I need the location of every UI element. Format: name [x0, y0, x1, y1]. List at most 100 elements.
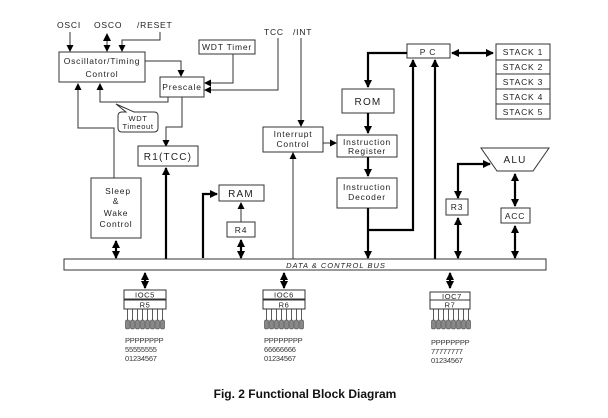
pin-pad	[289, 319, 294, 330]
bus-label: DATA & CONTROL BUS	[286, 261, 386, 270]
decoder-label-line1: Instruction	[343, 182, 391, 192]
pin-pad	[446, 319, 451, 330]
stack-block: STACK 1 STACK 2 STACK 3 STACK 4 STACK 5	[495, 43, 551, 120]
reset-arrow	[118, 32, 161, 52]
r7-label: R7	[445, 301, 456, 310]
wdt-timeout-callout: WDT Timeout	[115, 103, 159, 133]
port-7-block: IOC7 R7 PPPPPPPP 77777777 01234567	[429, 272, 471, 365]
prescale-to-r1-arrow	[162, 97, 183, 147]
stack-4-label: STACK 4	[503, 92, 543, 102]
pin-pad	[299, 319, 304, 330]
pin-pad	[145, 319, 150, 330]
wdt-to-prescale-arrow	[204, 54, 234, 87]
alu-block: ALU	[480, 147, 550, 172]
data-control-bus: DATA & CONTROL BUS	[63, 258, 547, 271]
r3-block: R3	[445, 198, 469, 216]
pin-pad	[135, 319, 140, 330]
pc-block: P C	[406, 43, 451, 59]
r6-label: R6	[279, 301, 290, 310]
pin-pad	[140, 319, 145, 330]
wdt-timeout-line1: WDT	[129, 114, 148, 123]
r3-alu-arrow	[454, 160, 491, 199]
pc-label: P C	[420, 47, 436, 57]
port7-pin-row1: PPPPPPPP	[431, 338, 470, 347]
sleep-to-osc-arrow	[74, 83, 115, 178]
osc-to-prescale-arrow	[145, 60, 185, 77]
port5-pins	[125, 309, 165, 330]
port6-pins	[264, 309, 304, 330]
pin-pad	[461, 319, 466, 330]
stack-1-label: STACK 1	[503, 47, 543, 57]
pin-pad	[441, 319, 446, 330]
port-5-block: IOC5 R5 PPPPPPPP 55555555 01234567	[123, 272, 167, 363]
r1-tcc-label: R1(TCC)	[144, 152, 192, 163]
ioc5-label: IOC5	[135, 291, 155, 300]
prescale-block: Prescale	[159, 76, 205, 98]
pin-pad	[130, 319, 135, 330]
oscillator-label-line1: Oscillator/Timing	[64, 56, 141, 66]
ioc7-label: IOC7	[442, 292, 462, 301]
pin-pad	[264, 319, 269, 330]
pin-pad	[294, 319, 299, 330]
instruction-decoder-block: Instruction Decoder	[336, 177, 398, 209]
wdt-timeout-line2: Timeout	[122, 122, 153, 131]
rom-block: ROM	[341, 88, 395, 114]
interrupt-label-line1: Interrupt	[274, 129, 313, 139]
sleep-wake-control-block: Sleep & Wake Control	[90, 177, 142, 239]
pin-pad	[436, 319, 441, 330]
port5-pin-row1: PPPPPPPP	[125, 336, 164, 345]
ioc6-label: IOC6	[274, 291, 294, 300]
pin-pad	[466, 319, 471, 330]
port5-pin-row2: 55555555	[125, 345, 157, 354]
ram-block: RAM	[218, 184, 265, 202]
decoder-label-line2: Decoder	[348, 192, 386, 202]
pin-pad	[274, 319, 279, 330]
prescale-label: Prescale	[162, 82, 201, 92]
tcc-signal-label: TCC	[264, 27, 284, 37]
stack-3-label: STACK 3	[503, 77, 543, 87]
stack-5-label: STACK 5	[503, 107, 543, 117]
int-signal-label: /INT	[293, 27, 312, 37]
port6-pin-row3: 01234567	[264, 354, 296, 363]
r4-label: R4	[235, 225, 247, 235]
wdt-timer-label: WDT Timer	[202, 42, 252, 52]
prescale-to-osc-arrow	[96, 83, 169, 103]
acc-label: ACC	[505, 211, 525, 221]
r3-label: R3	[451, 202, 463, 212]
rom-label: ROM	[355, 97, 382, 108]
pin-pad	[451, 319, 456, 330]
pin-pad	[160, 319, 165, 330]
decoder-to-pc-arrow	[368, 59, 417, 232]
ir-label-line2: Register	[348, 146, 386, 156]
port7-pin-row2: 77777777	[431, 347, 463, 356]
pin-pad	[431, 319, 436, 330]
wdt-timer-block: WDT Timer	[198, 39, 256, 55]
sleep-label-line1: Sleep	[105, 186, 131, 196]
oscillator-timing-control-block: Oscillator/Timing Control	[58, 51, 146, 83]
ir-label-line1: Instruction	[343, 137, 391, 147]
reset-signal-label: /RESET	[137, 20, 173, 30]
interrupt-label-line2: Control	[276, 139, 309, 149]
oscillator-label-line2: Control	[85, 69, 118, 79]
pc-to-rom-arrow	[364, 51, 407, 88]
port7-pins	[431, 309, 471, 330]
r1-tcc-block: R1(TCC)	[137, 145, 199, 167]
pin-pad	[279, 319, 284, 330]
port-6-block: IOC6 R6 PPPPPPPP 66666666 01234567	[262, 272, 306, 363]
bus-to-ram-arrow	[201, 190, 218, 258]
tcc-to-prescale-arrow	[204, 38, 279, 94]
pin-pad	[456, 319, 461, 330]
sleep-label-line3: Wake	[104, 208, 129, 218]
port6-pin-row1: PPPPPPPP	[264, 336, 303, 345]
r5-label: R5	[140, 301, 151, 310]
port5-pin-row3: 01234567	[125, 354, 157, 363]
alu-label: ALU	[503, 155, 526, 166]
port6-pin-row2: 66666666	[264, 345, 296, 354]
pin-pad	[125, 319, 130, 330]
pin-pad	[150, 319, 155, 330]
osci-signal-label: OSCI	[57, 20, 81, 30]
sleep-label-line2: &	[113, 196, 119, 206]
stack-level-5	[495, 103, 551, 120]
sleep-label-line4: Control	[99, 219, 132, 229]
